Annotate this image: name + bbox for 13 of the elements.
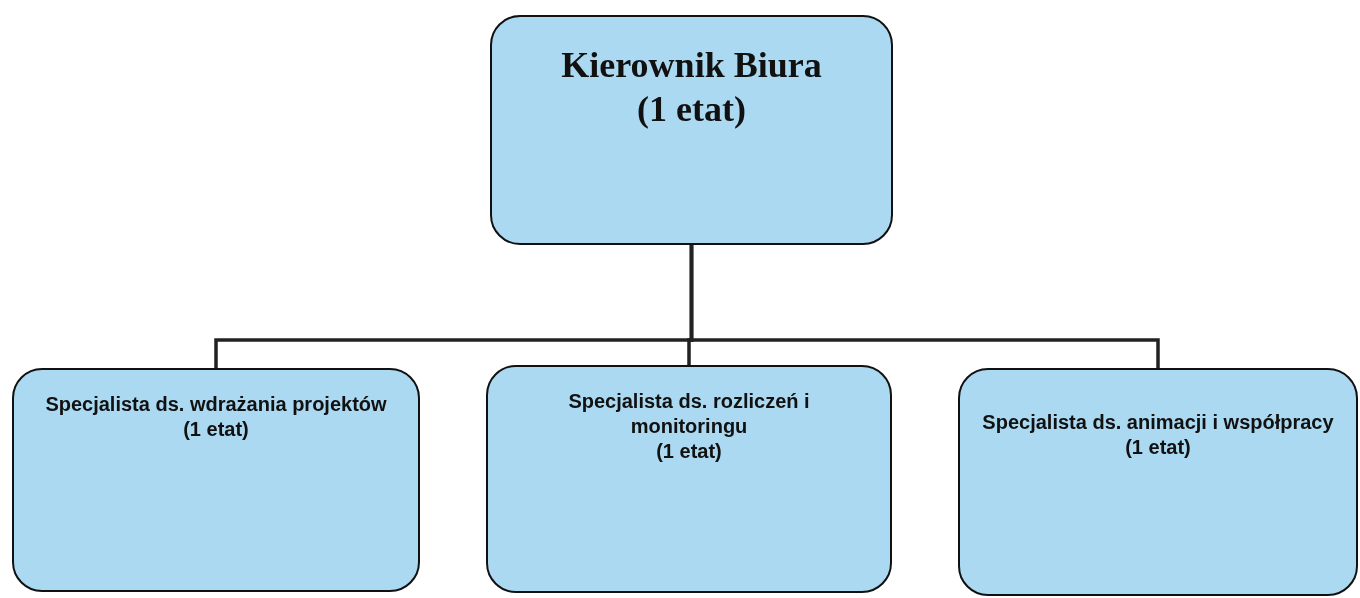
- position-title: Specjalista ds. wdrażania projektów: [45, 392, 387, 417]
- position-title: Specjalista ds. rozliczeń i monitoringu: [567, 389, 811, 439]
- position-fte: (1 etat): [1125, 435, 1191, 460]
- position-title: Specjalista ds. animacji i współpracy: [982, 410, 1334, 435]
- org-box: [490, 15, 893, 245]
- connector-line: [689, 245, 1160, 368]
- org-box: [958, 368, 1358, 596]
- position-fte: (1 etat): [637, 88, 746, 131]
- org-box: [12, 368, 420, 592]
- position-fte: (1 etat): [656, 439, 722, 464]
- position-title: Kierownik Biura: [561, 44, 822, 87]
- position-fte: (1 etat): [183, 417, 249, 442]
- org-box: [486, 365, 892, 593]
